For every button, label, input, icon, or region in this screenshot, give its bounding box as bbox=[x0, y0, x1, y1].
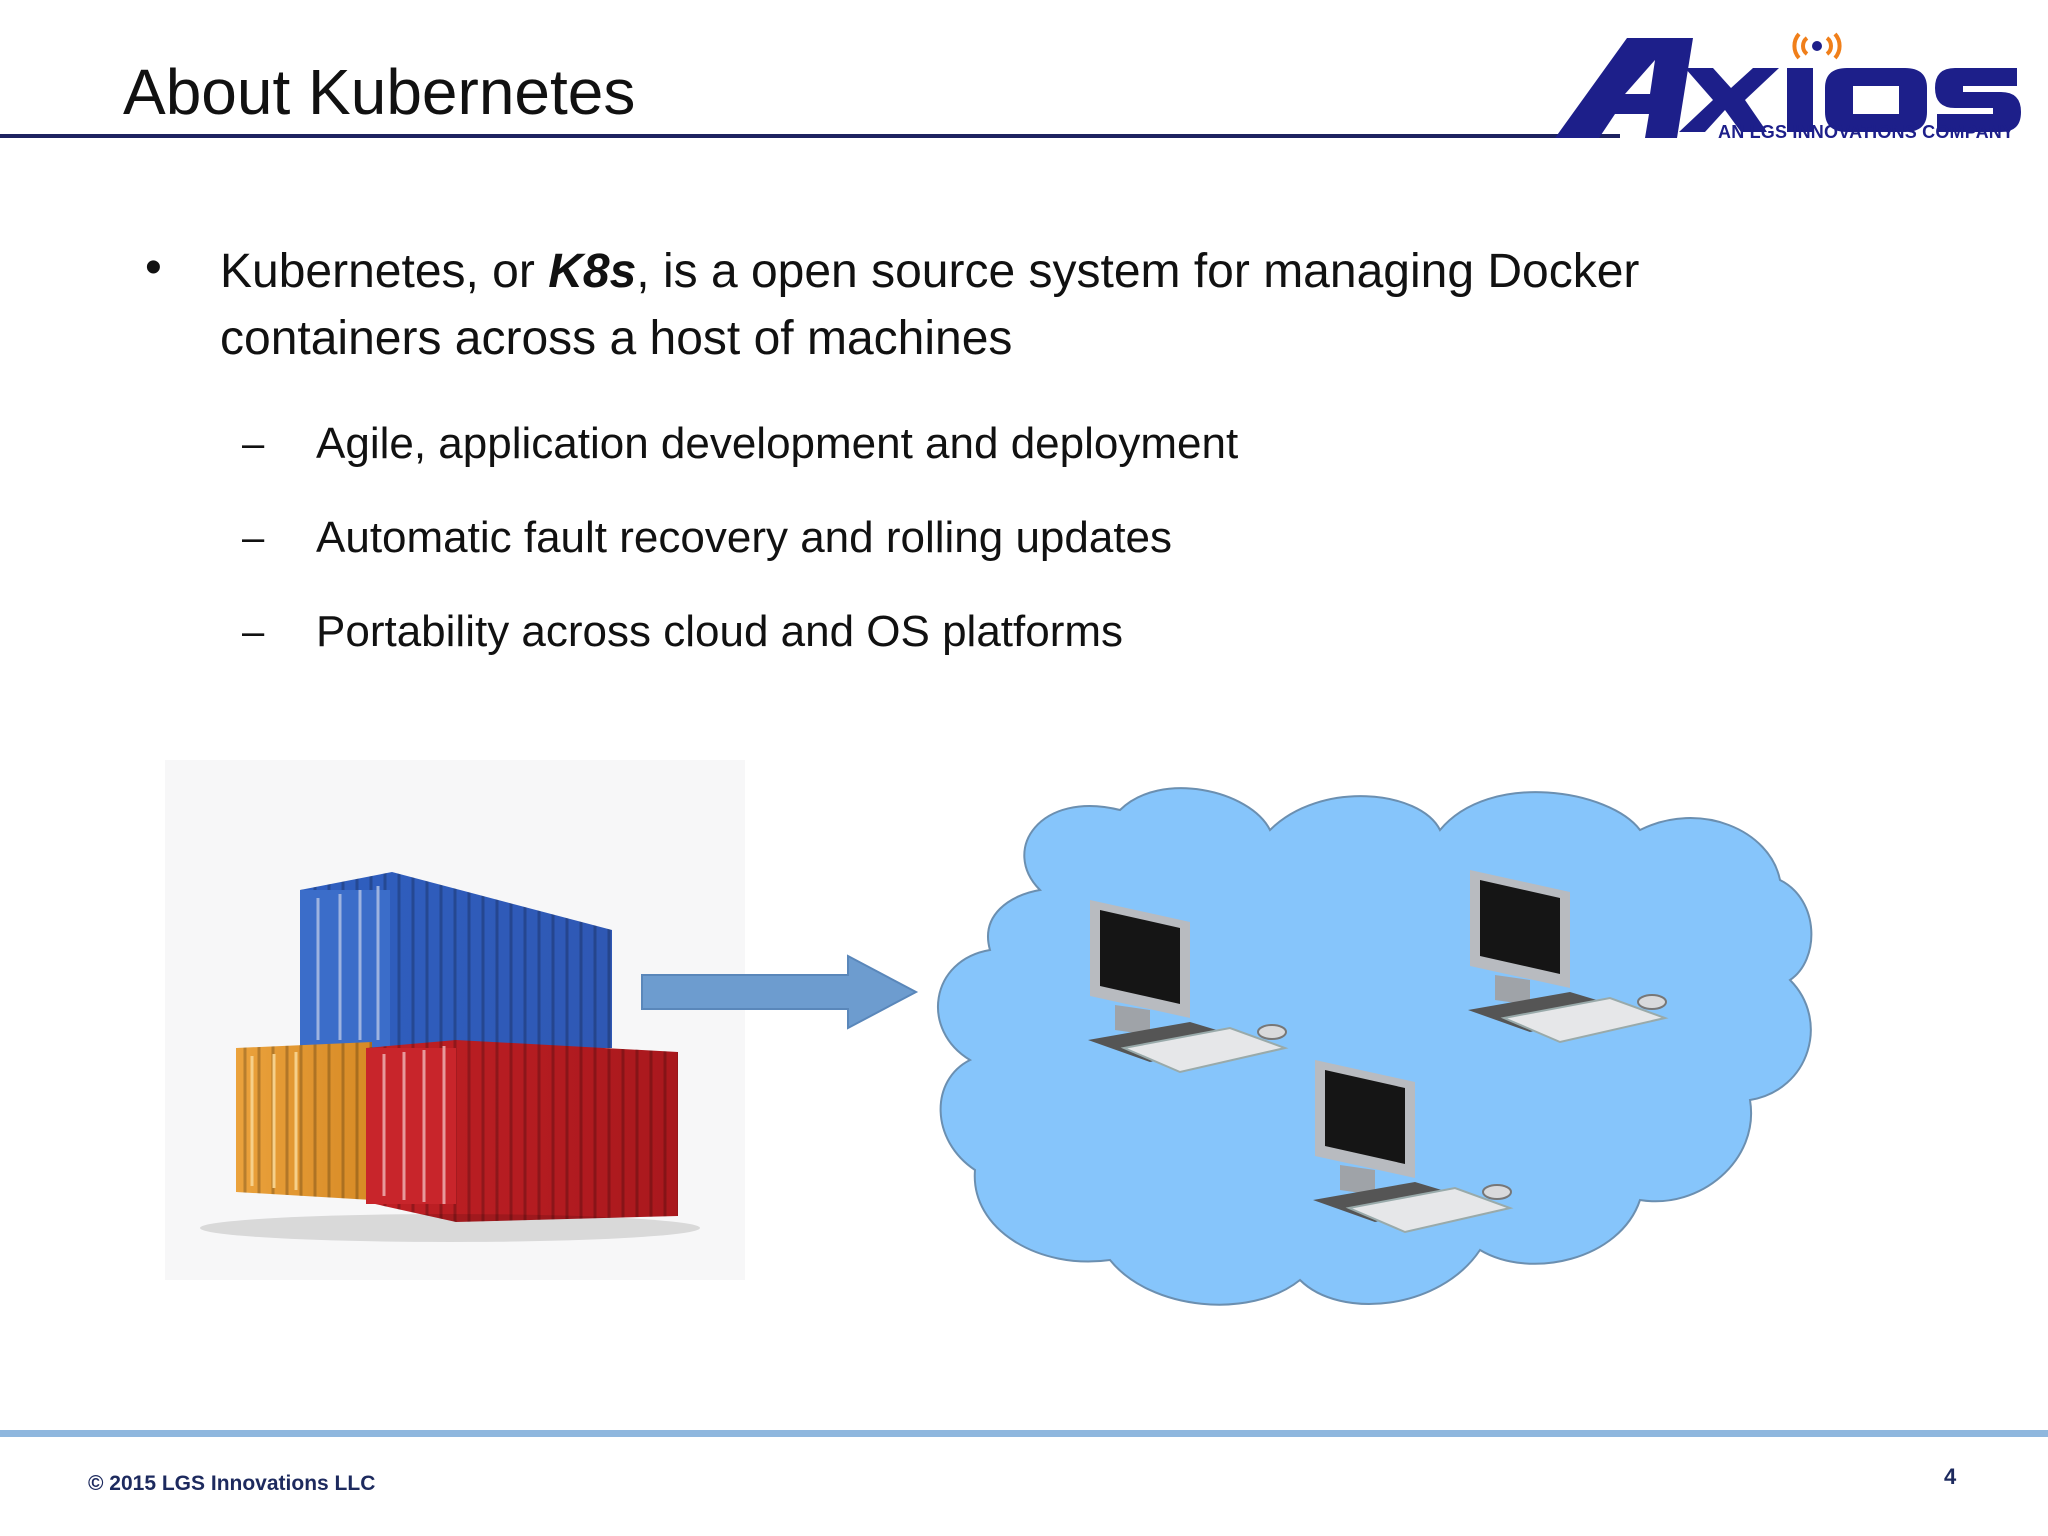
slide-title: About Kubernetes bbox=[123, 56, 636, 128]
footer-divider bbox=[0, 1430, 2048, 1437]
computer-icon bbox=[1313, 1060, 1514, 1234]
sub-bullet-2: Automatic fault recovery and rolling upd… bbox=[316, 513, 1173, 562]
copyright-text: © 2015 LGS Innovations LLC bbox=[88, 1472, 376, 1495]
bullet-emphasis: K8s bbox=[548, 245, 637, 298]
sub-bullet-3: Portability across cloud and OS platform… bbox=[316, 607, 1124, 656]
cloud-shape bbox=[936, 787, 1813, 1306]
bullet-suffix: , is a open source system for managing D… bbox=[220, 245, 1640, 365]
title-divider bbox=[0, 134, 1620, 138]
main-bullet: Kubernetes, or K8s, is a open source sys… bbox=[220, 238, 1780, 372]
shipping-containers-image bbox=[200, 872, 700, 1242]
logo-tagline: AN LGS INNOVATIONS COMPANY bbox=[1718, 122, 2015, 142]
axios-logo bbox=[1555, 32, 2021, 138]
arrow-right-icon bbox=[641, 954, 919, 1030]
sub-bullet-1: Agile, application development and deplo… bbox=[316, 419, 1239, 468]
page-number: 4 bbox=[1944, 1464, 1957, 1489]
sub-bullet-marker: – bbox=[242, 516, 265, 560]
sub-bullet-marker: – bbox=[242, 422, 265, 466]
computer-icon bbox=[1468, 870, 1669, 1044]
computer-icon bbox=[1088, 900, 1289, 1074]
sub-bullet-marker: – bbox=[242, 610, 265, 654]
bullet-prefix: Kubernetes, or bbox=[220, 245, 549, 298]
bullet-marker: • bbox=[145, 241, 162, 294]
